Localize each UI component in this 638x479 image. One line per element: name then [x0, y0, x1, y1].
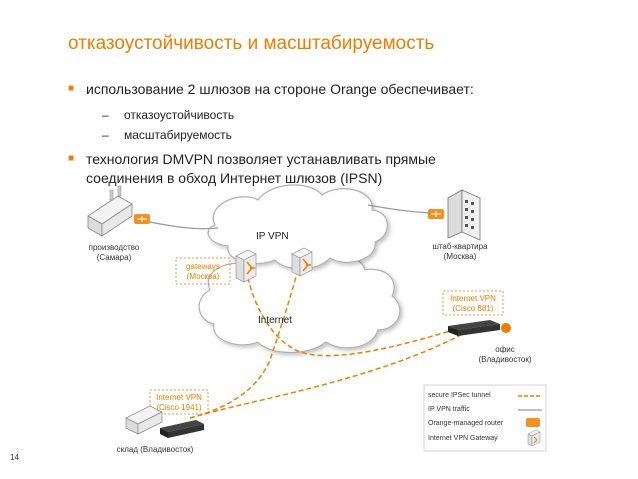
- legend-gateway-swatch: [527, 429, 541, 447]
- legend-router-swatch: [526, 418, 540, 427]
- slide-title: отказоустойчивость и масштабируемость: [68, 33, 435, 54]
- ipsec-tunnels: [189, 261, 471, 419]
- subitem-1: – отказоустойчивость: [102, 108, 235, 122]
- bullet-1-text: использование 2 шлюзов на стороне Orange…: [86, 81, 474, 97]
- ipvpn-cloud-label: IP VPN: [256, 231, 289, 242]
- warehouse-vpn-label-box: [149, 389, 209, 415]
- production-building-icon: [87, 185, 133, 237]
- gateway-icon-2: [291, 247, 313, 277]
- link-hq-ipvpn: [367, 204, 431, 214]
- internet-cloud-label: Internet: [258, 315, 292, 326]
- tunnel-gateway-warehouse: [189, 261, 301, 419]
- legend-tunnel-text: secure IPSec tunnel: [428, 392, 491, 399]
- warehouse-label: склад (Владивосток): [116, 445, 194, 454]
- tunnel-gateway-office: [244, 261, 471, 357]
- link-production-ipvpn: [149, 221, 219, 230]
- office-vpn-label: Internet VPN(Cisco 881): [450, 294, 496, 313]
- legend-router-text: Orange-managed router: [428, 420, 504, 427]
- warehouse-router-icon: [160, 420, 204, 438]
- legend: [423, 384, 547, 452]
- subitem-1-text: отказоустойчивость: [124, 108, 235, 122]
- subitem-2: – масштабируемость: [102, 128, 232, 142]
- bullet-2-text: технология DMVPN позволяет устанавливать…: [86, 151, 436, 186]
- ipvpn-links: [149, 204, 431, 230]
- tunnel-warehouse-office: [189, 329, 471, 419]
- office-vpn-label-box: [442, 290, 504, 316]
- legend-traffic-text: IP VPN traffic: [428, 406, 470, 413]
- subitem-2-text: масштабируемость: [124, 128, 232, 142]
- legend-gateway-text: Internet VPN Gateway: [428, 435, 498, 442]
- page-number: 14: [10, 453, 19, 462]
- office-router-icon: [448, 320, 511, 336]
- warehouse-building-icon: [125, 405, 163, 435]
- bullet-square-icon: ■: [68, 153, 75, 164]
- bullet-1: ■ использование 2 шлюзов на стороне Oran…: [68, 80, 474, 99]
- bullet-2: ■ технология DMVPN позволяет устанавлива…: [68, 150, 436, 188]
- gateways-label: gateways(Москва): [186, 262, 220, 281]
- gateway-icon-1: [235, 249, 257, 283]
- office-label: офис(Владивосток): [478, 345, 532, 364]
- production-label: производство(Самара): [88, 243, 140, 262]
- warehouse-vpn-label: Internet VPN(Cisco 1941): [156, 393, 202, 412]
- bullet-square-icon: ■: [68, 83, 75, 94]
- hq-router-icon: [428, 209, 444, 219]
- hq-label: штаб-квартира(Москва): [432, 242, 488, 261]
- hq-building-icon: [447, 189, 481, 241]
- production-router-icon: [134, 214, 150, 224]
